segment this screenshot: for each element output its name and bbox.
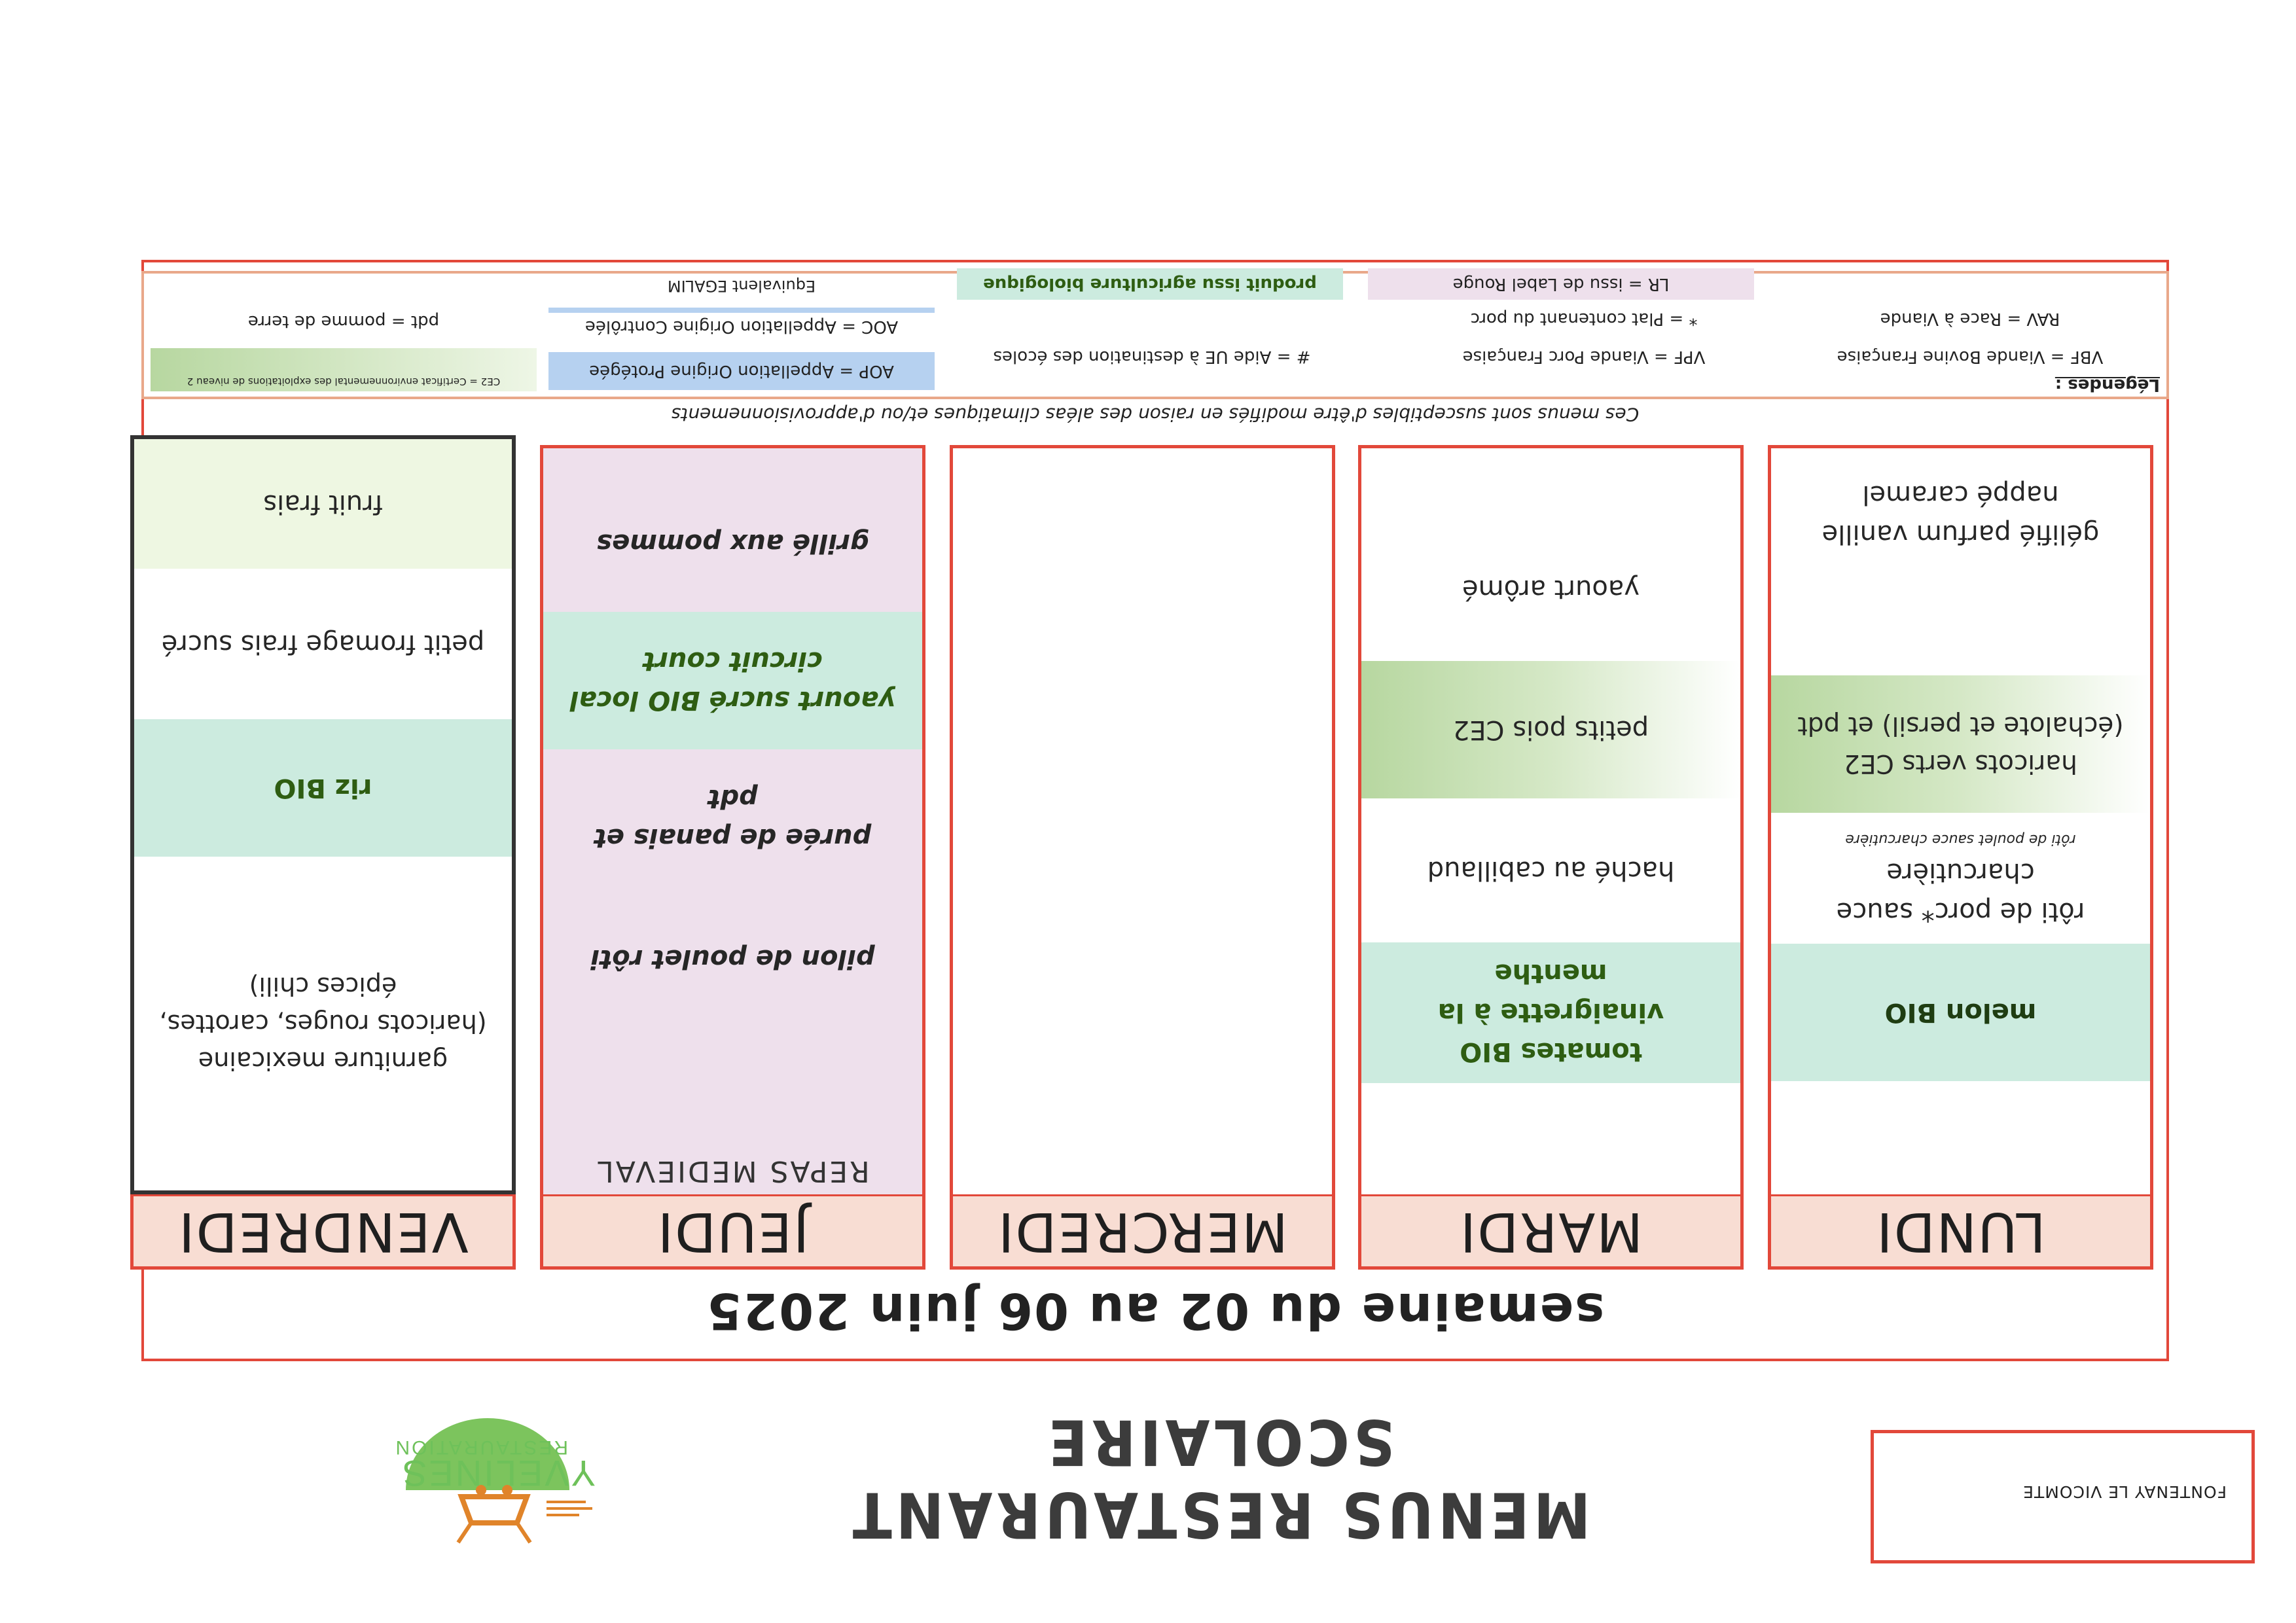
main-dish: rôti de porc* sauce charcutière rôti de … xyxy=(1771,813,2150,944)
main-dish: garniture mexicaine (haricots rouges, ca… xyxy=(159,972,487,1076)
logo-name: YVELINES xyxy=(401,1453,596,1494)
day-header-vendredi: VENDREDI xyxy=(130,1193,516,1270)
day-body-vendredi: garniture mexicaine (haricots rouges, ca… xyxy=(130,435,516,1194)
side-dish: petits pois CE2 xyxy=(1361,661,1740,798)
dairy xyxy=(1771,584,2150,675)
logo-subtitle: RESTAURATION xyxy=(393,1436,568,1458)
week-title: semaine du 02 au 06 juin 2025 xyxy=(706,1282,1605,1340)
legend-aop: AOP = Appellation Origine Protégée xyxy=(589,361,894,381)
dairy: yaourt arômé xyxy=(1462,574,1640,604)
side-dish: riz BIO xyxy=(134,719,512,857)
legend-vpf: VPF = Viande Porc Française xyxy=(1462,347,1706,366)
legend-title: Légendes : xyxy=(2054,375,2160,395)
legend: Légendes : VBF = Viande Bovine Française… xyxy=(141,268,2169,399)
notice-text: Ces menus sont susceptibles d'être modif… xyxy=(671,404,1640,425)
legend-bio: produit issu agriculture biologique xyxy=(983,274,1317,294)
main-dish-text: rôti de porc* sauce charcutière xyxy=(1836,857,2085,927)
legend-aoc-swatch xyxy=(548,308,935,313)
main-dish: pilon de poulet rôti xyxy=(590,944,875,974)
day-body-jeudi: REPAS MEDIEVAL pilon de poulet rôti puré… xyxy=(540,445,925,1194)
school-name: FONTENAY LE VICOMTE xyxy=(2022,1482,2227,1501)
day-header-lundi: LUNDI xyxy=(1768,1193,2153,1270)
legend-porc: * = Plat contenant du porc xyxy=(1470,309,1698,329)
dessert: fruit frais xyxy=(134,439,512,569)
dessert: gélifié parfum vanille nappé caramel xyxy=(1821,480,2100,549)
main-dish: haché au cabillaud xyxy=(1427,855,1675,885)
legend-aide-ue: # = Aide UE à destination des écoles xyxy=(993,347,1311,366)
dairy: yaourt sucré BIO local circuit court xyxy=(543,612,922,749)
legend-lr: LR = issu de Label Rouge xyxy=(1452,274,1670,294)
dairy-note: circuit court xyxy=(643,646,823,676)
day-body-mercredi xyxy=(950,445,1335,1194)
legend-pdt: pdt = pomme de terre xyxy=(247,312,440,331)
main-dish-alt: rôti de poulet sauce charcutière xyxy=(1845,831,2076,848)
dairy-text: yaourt sucré BIO local xyxy=(569,685,896,715)
starter: tomates BIO vinaigrette à la menthe xyxy=(1361,942,1740,1083)
legend-ce2: CE2 = Certificat environnemental des exp… xyxy=(187,376,501,387)
dairy: petit fromage frais sucré xyxy=(161,629,485,659)
day-header-mercredi: MERCREDI xyxy=(950,1193,1335,1270)
starter-text: tomates BIO vinaigrette à la menthe xyxy=(1437,958,1664,1067)
day-body-lundi: melon BIO rôti de porc* sauce charcutièr… xyxy=(1768,445,2153,1194)
meal-theme-label: REPAS MEDIEVAL xyxy=(596,1154,870,1188)
day-header-jeudi: JEUDI xyxy=(540,1193,925,1270)
legend-aoc: AOC = Appellation Origine Contrôlée xyxy=(584,317,899,336)
day-body-mardi: tomates BIO vinaigrette à la menthe hach… xyxy=(1358,445,1744,1194)
day-header-mardi: MARDI xyxy=(1358,1193,1744,1270)
header: FONTENAY LE VICOMTE MENUS RESTAURANT SCO… xyxy=(176,1406,2255,1572)
school-box: FONTENAY LE VICOMTE xyxy=(1871,1430,2255,1563)
dessert xyxy=(1361,445,1740,517)
legend-vbf: VBF = Viande Bovine Française xyxy=(1837,347,2104,366)
side-dish: purée de panais et pdt xyxy=(594,783,872,853)
dessert: grillé aux pommes xyxy=(596,528,869,558)
legend-egalim: Equivalent EGALIM xyxy=(667,277,816,295)
page-title: MENUS RESTAURANT SCOLAIRE xyxy=(848,1405,1591,1552)
legend-rav: RAV = Race à Viande xyxy=(1880,309,2060,329)
logo-icon xyxy=(406,1418,592,1544)
starter: melon BIO xyxy=(1771,944,2150,1081)
side-dish: haricots verts CE2 (échalote et persil) … xyxy=(1771,675,2150,813)
